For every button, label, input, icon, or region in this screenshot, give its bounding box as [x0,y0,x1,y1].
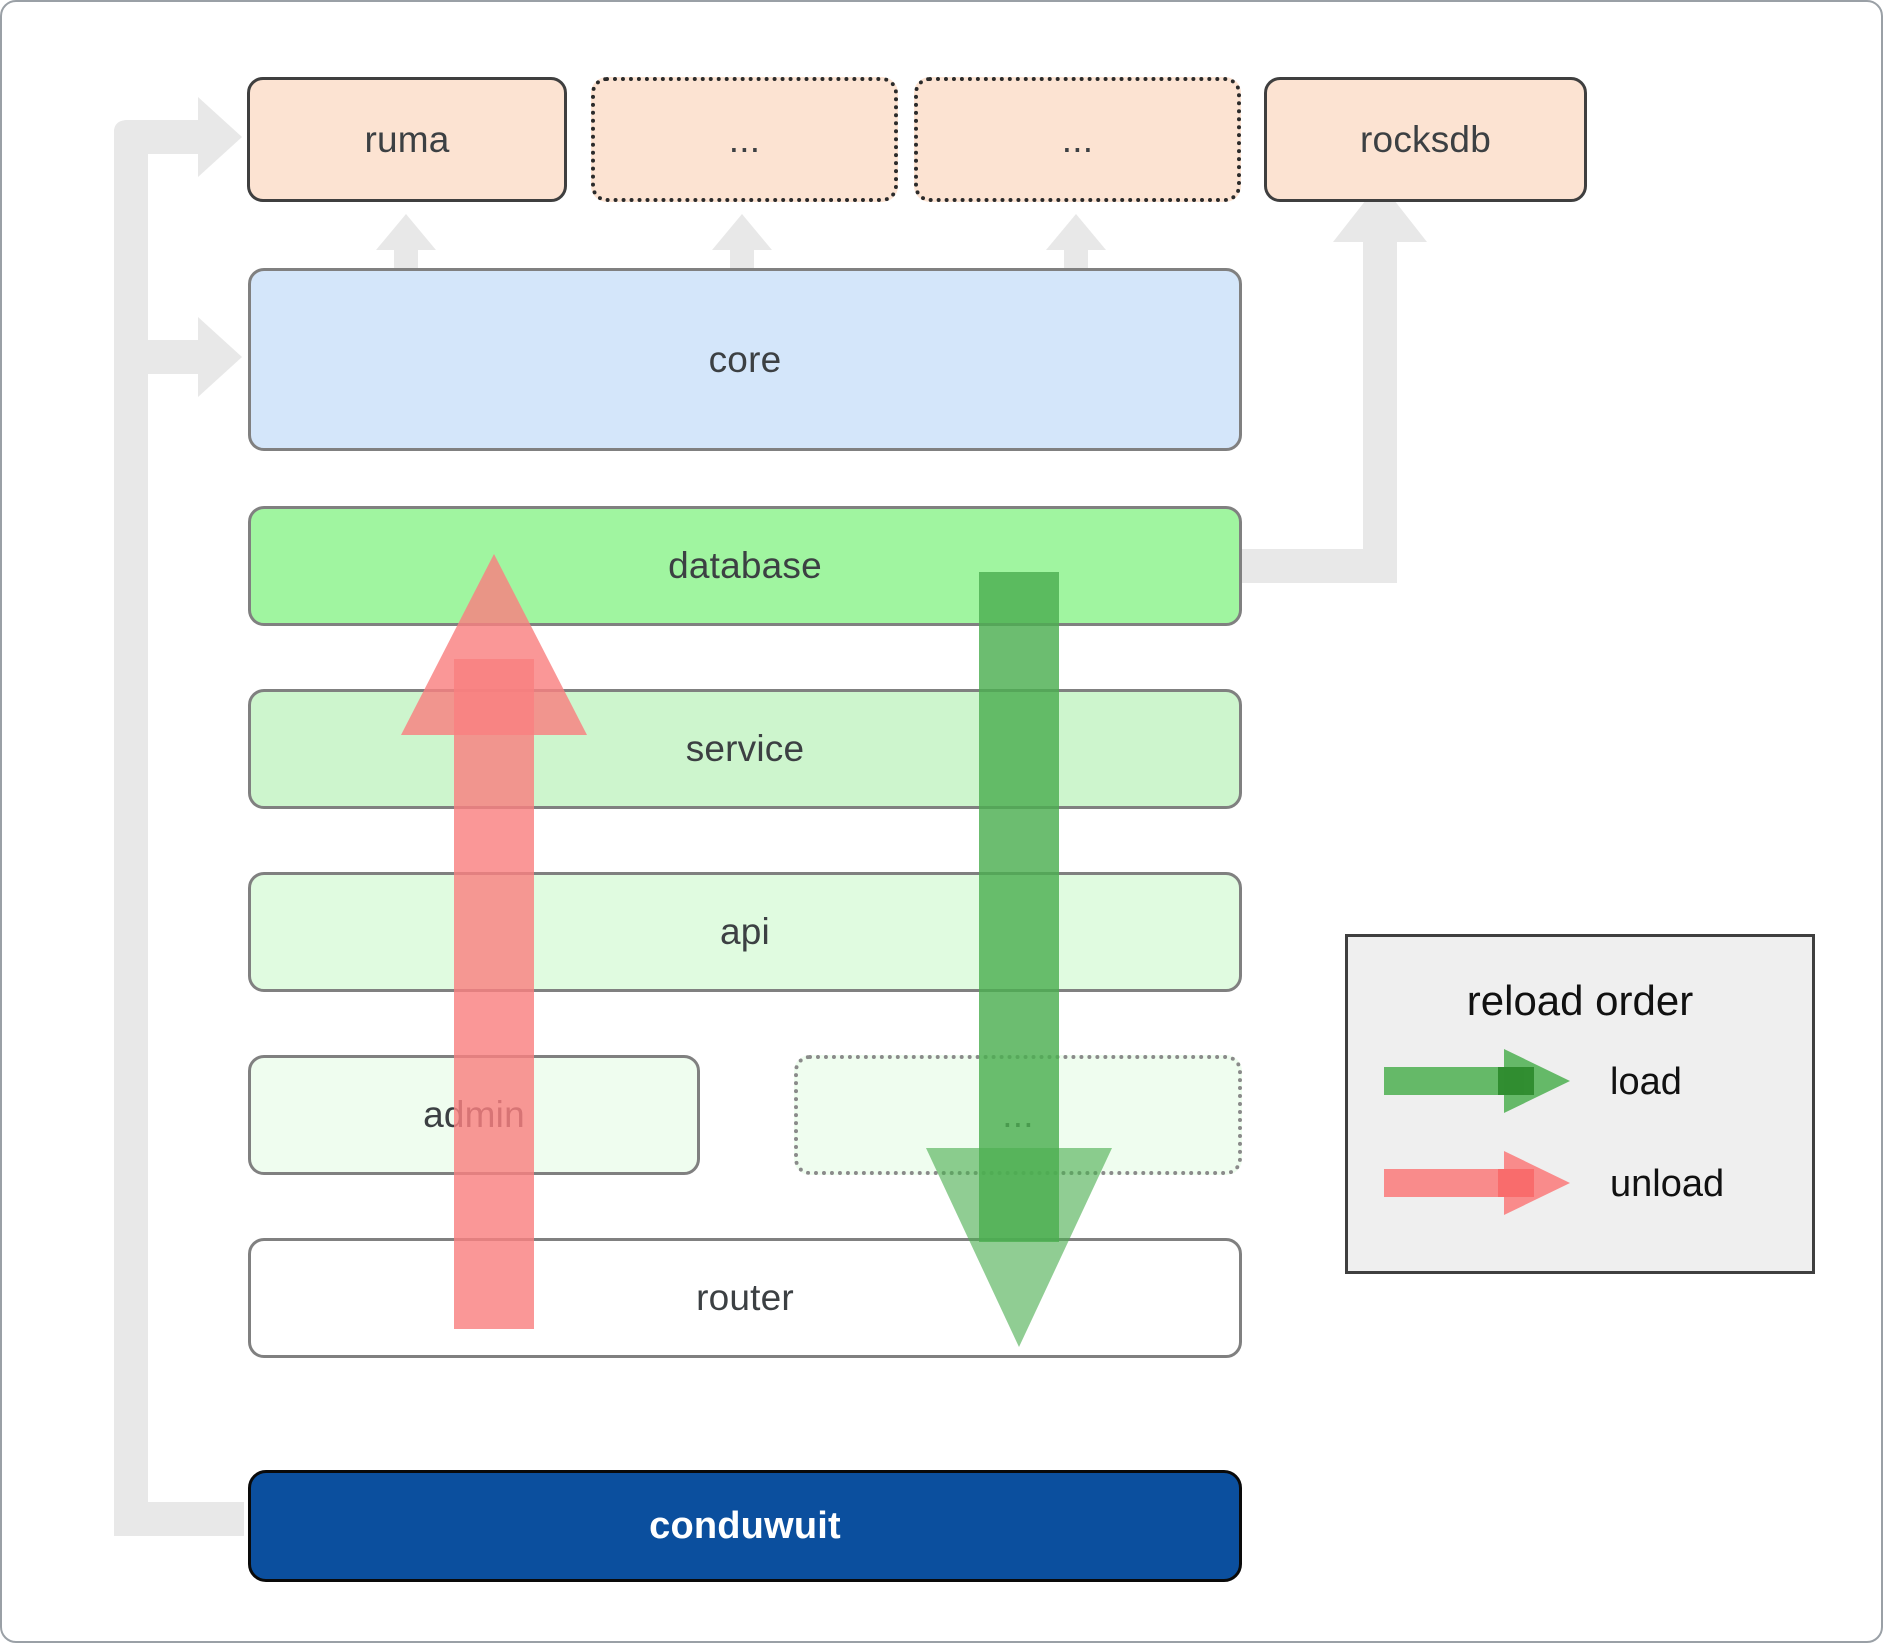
layer-box-core[interactable]: core [248,268,1242,451]
legend-arrow-svg [1384,1049,1570,1215]
layer-label: ... [1002,1094,1034,1135]
dependency-box-ruma[interactable]: ruma [247,77,567,202]
layer-box-router[interactable]: router [248,1238,1242,1358]
dependency-box-ellipsis-2[interactable]: ... [914,77,1241,202]
layer-label: api [720,911,770,952]
layer-box-api[interactable]: api [248,872,1242,992]
legend-panel: reload order load unload [1345,934,1815,1274]
application-label: conduwuit [649,1504,841,1547]
layer-label: service [685,728,805,769]
legend-load-arrow [1384,1049,1570,1113]
dependency-box-ellipsis-1[interactable]: ... [591,77,898,202]
layer-box-admin[interactable]: admin [248,1055,700,1175]
dependency-label: ... [728,118,761,160]
legend-label-load: load [1610,1061,1682,1103]
dependency-box-rocksdb[interactable]: rocksdb [1264,77,1587,202]
legend-label-unload: unload [1610,1163,1725,1205]
layer-label: core [708,338,782,380]
layer-label: admin [423,1094,525,1135]
dependency-label: ruma [364,118,450,160]
legend-title: reload order [1466,977,1694,1024]
layer-label: router [696,1277,794,1318]
legend-unload-arrow [1384,1151,1570,1215]
layer-box-database[interactable]: database [248,506,1242,626]
dependency-label: rocksdb [1360,118,1491,160]
application-box-conduwuit[interactable]: conduwuit [248,1470,1242,1582]
layer-box-service[interactable]: service [248,689,1242,809]
layer-label: database [668,545,822,586]
layer-box-ellipsis[interactable]: ... [794,1055,1242,1175]
dependency-label: ... [1061,118,1094,160]
